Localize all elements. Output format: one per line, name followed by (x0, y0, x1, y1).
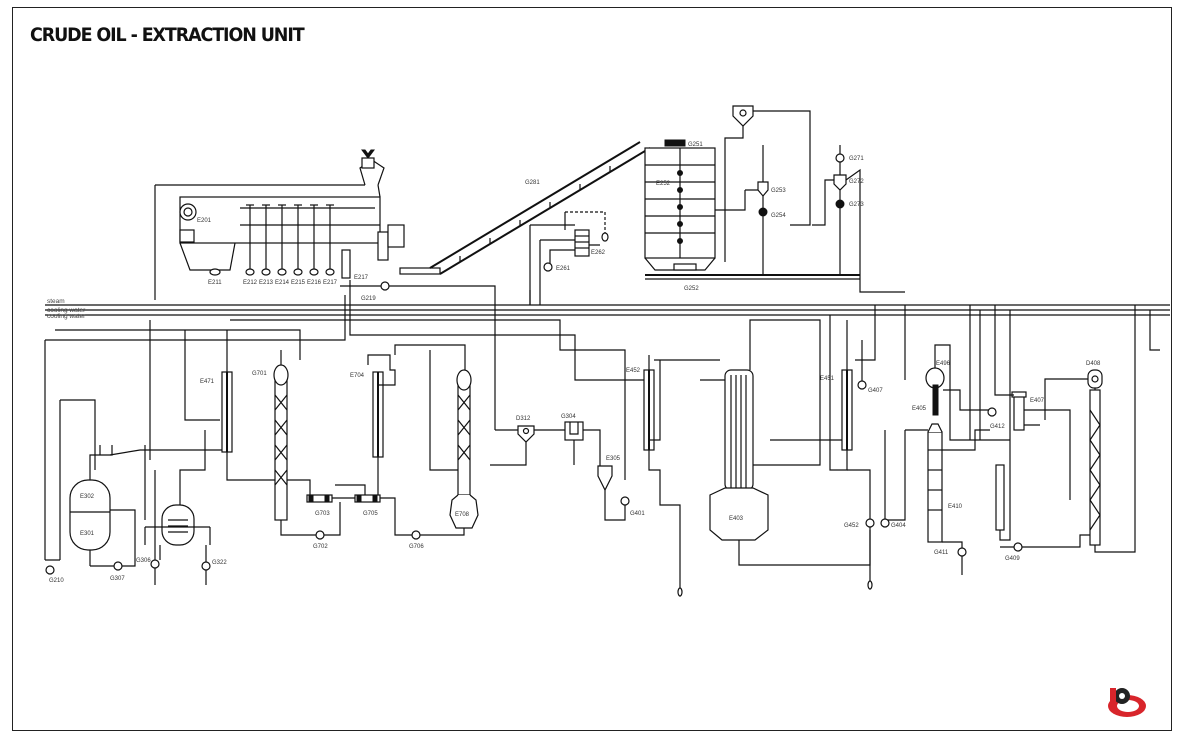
label-d312: D312 (516, 416, 531, 422)
exchanger-e471: E471 (184, 330, 311, 500)
label-g281: G281 (525, 180, 540, 186)
label-e403: E403 (729, 516, 744, 522)
label-steam: steam (47, 298, 65, 305)
exchanger-e704: E704 (350, 354, 396, 500)
utility-headers: steam cooling water cooling water (44, 280, 1170, 560)
label-e302: E302 (80, 494, 95, 500)
label-e262: E262 (591, 250, 606, 256)
label-g253: G253 (771, 188, 786, 194)
label-e211: E211 (208, 280, 222, 286)
desolventizer-g252: G251 E252 G252 (644, 139, 860, 292)
exchanger-e451: E451 G407 (820, 305, 883, 471)
label-e201: E201 (197, 218, 212, 224)
label-g322: G322 (212, 560, 227, 566)
label-e217: E217 (323, 280, 338, 286)
vessel-d408: D408 (1044, 305, 1136, 553)
label-e261: E261 (556, 266, 571, 272)
label-g219: G219 (361, 296, 376, 302)
label-e708: E708 (455, 512, 470, 518)
label-e305: E305 (606, 456, 621, 462)
label-e410: E410 (948, 504, 963, 510)
label-g412: G412 (990, 424, 1005, 430)
label-g705: G705 (363, 511, 378, 517)
label-g401: G401 (630, 511, 645, 517)
label-g304: G304 (561, 414, 576, 420)
label-e301: E301 (80, 531, 95, 537)
label-e217b: E217 (354, 275, 369, 281)
label-g306: G306 (136, 558, 151, 564)
label-g701: G701 (252, 371, 267, 377)
label-e213: E213 (259, 280, 274, 286)
label-e216: E216 (307, 280, 322, 286)
heater-vessel: G306 G322 (109, 420, 231, 585)
label-g210: G210 (49, 578, 64, 584)
label-g271: G271 (849, 156, 864, 162)
label-e252: E252 (656, 181, 671, 187)
label-e496: E496 (936, 361, 951, 367)
column-g705: E708 (394, 344, 479, 536)
label-g703: G703 (315, 511, 330, 517)
drawing-frame (12, 7, 1172, 731)
label-e407: E407 (1030, 398, 1045, 404)
vessels-e302-e301: E302 E301 G210 G307 (45, 399, 136, 584)
label-e405: E405 (912, 406, 927, 412)
label-cooling-water-2: cooling water (47, 313, 86, 320)
label-e704: E704 (350, 373, 365, 379)
company-logo (1108, 688, 1146, 717)
label-e215: E215 (291, 280, 306, 286)
exchangers-e407: G412 E407 G409 (969, 305, 1090, 562)
label-e214: E214 (275, 280, 290, 286)
pumps-g70x: G703 G705 G702 G706 (306, 484, 424, 550)
label-g254: G254 (771, 213, 786, 219)
label-e451: E451 (820, 376, 835, 382)
label-cooling-water-1: cooling water (47, 307, 86, 314)
label-g411: G411 (934, 550, 949, 556)
cyclones-upper-right: G253 G254 G271 G272 G273 (715, 105, 905, 293)
label-g273: G273 (849, 202, 864, 208)
label-g706: G706 (409, 544, 424, 550)
page-title: CRUDE OIL - EXTRACTION UNIT (30, 24, 305, 46)
label-g452: G452 (844, 523, 859, 529)
misc-piping (529, 290, 1160, 380)
label-g251: G251 (688, 142, 703, 148)
label-d408: D408 (1086, 361, 1101, 367)
label-g409: G409 (1005, 556, 1020, 562)
conveyor-g281: G281 G219 (340, 141, 651, 430)
column-e405: E496 E405 E410 G411 (885, 344, 1010, 575)
pumps-g452-g404: G452 G404 (844, 430, 906, 590)
exchanger-e452: E452 (626, 355, 720, 590)
extractor-e201: E201 E211 E212 E213 E214 E215 E216 E217 … (154, 149, 405, 300)
label-e471: E471 (200, 379, 215, 385)
label-g407: G407 (868, 388, 883, 394)
label-g252: G252 (684, 286, 699, 292)
label-g307: G307 (110, 576, 125, 582)
label-g404: G404 (891, 523, 906, 529)
evaporator-e403: E403 (677, 319, 871, 597)
label-g272: G272 (849, 179, 864, 185)
label-g702: G702 (313, 544, 328, 550)
label-e212: E212 (243, 280, 258, 286)
separators-d312-g304: D312 G304 E305 G401 (490, 414, 645, 521)
column-g701: G701 (252, 350, 316, 536)
label-e452: E452 (626, 368, 641, 374)
condenser-e262: E262 E261 (529, 211, 609, 305)
